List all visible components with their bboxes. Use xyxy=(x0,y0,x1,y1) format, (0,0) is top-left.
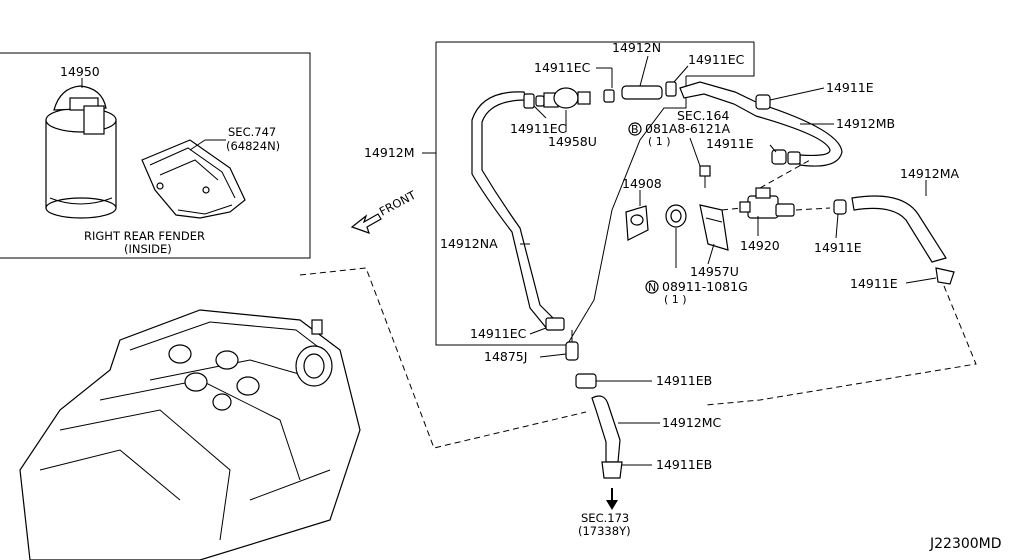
hose-14912NA xyxy=(471,91,562,331)
label-14912MC: 14912MC xyxy=(662,415,722,430)
label-sec173: SEC.173 xyxy=(581,511,629,525)
label-14911EB-b: 14911EB xyxy=(656,457,712,472)
label-14958U: 14958U xyxy=(548,134,597,149)
label-nut-qty: ( 1 ) xyxy=(664,293,687,306)
clip-14911EC-right xyxy=(665,81,677,97)
clip-14911E-mid xyxy=(771,149,801,165)
label-14911E-b: 14911E xyxy=(706,136,754,151)
hose-14912MA xyxy=(851,195,947,263)
label-nut-part: 08911-1081G xyxy=(662,279,748,294)
clip-14911EB-upper xyxy=(575,373,597,389)
clip-14911EC-bottom xyxy=(545,317,565,331)
label-14920: 14920 xyxy=(740,238,780,253)
hose-14912MC xyxy=(591,395,621,463)
label-sec747-sub: (64824N) xyxy=(226,139,280,153)
label-14911EC-c: 14911EC xyxy=(510,121,567,136)
label-14912M: 14912M xyxy=(364,145,415,160)
clip-14911EB-lower xyxy=(601,461,623,479)
clip-14911E-bottom xyxy=(935,267,955,285)
label-sec164: SEC.164 xyxy=(677,108,729,123)
label-14912N: 14912N xyxy=(612,40,661,55)
bolt xyxy=(699,165,711,188)
inset-caption-1: RIGHT REAR FENDER xyxy=(84,229,205,243)
front-arrow-icon xyxy=(350,213,382,234)
label-14911EB-a: 14911EB xyxy=(656,373,712,388)
connector-14875J xyxy=(565,330,579,361)
label-14911E-d: 14911E xyxy=(850,276,898,291)
diagram-code: J22300MD xyxy=(929,536,1002,552)
clip-14911EC-top xyxy=(523,93,545,109)
label-14911EC-a: 14911EC xyxy=(534,60,591,75)
valve-14920 xyxy=(739,187,795,219)
label-14912MB: 14912MB xyxy=(836,116,895,131)
valve-14958U xyxy=(543,87,591,109)
clip-14911EC-upper xyxy=(603,89,615,103)
label-14950: 14950 xyxy=(60,64,100,79)
nut-marker-text: N xyxy=(648,281,656,294)
label-bolt-qty: ( 1 ) xyxy=(648,135,671,148)
label-14957U: 14957U xyxy=(690,264,739,279)
label-front: FRONT xyxy=(377,187,419,218)
label-14908: 14908 xyxy=(622,176,662,191)
label-14912MA: 14912MA xyxy=(900,166,960,181)
label-14875J: 14875J xyxy=(484,349,527,364)
label-14911EC-d: 14911EC xyxy=(470,326,527,341)
leader-lines xyxy=(520,55,937,466)
label-bolt-part: 081A8-6121A xyxy=(645,121,731,136)
grommet xyxy=(665,204,687,228)
label-sec173-sub: (17338Y) xyxy=(578,524,631,538)
bracket-14957U xyxy=(699,204,729,251)
engine-illustration xyxy=(19,309,361,560)
inset-panel xyxy=(0,52,311,259)
bolt-marker-icon xyxy=(628,122,642,136)
clip-14911E-right xyxy=(833,199,847,215)
clip-14911E-top xyxy=(755,94,771,110)
hose-14912N xyxy=(621,85,663,100)
damper-14908 xyxy=(625,205,649,241)
label-14912NA: 14912NA xyxy=(440,236,498,251)
label-14911E-c: 14911E xyxy=(814,240,862,255)
label-sec747: SEC.747 xyxy=(228,125,276,139)
bolt-marker-text: B xyxy=(631,123,639,136)
label-14911E-a: 14911E xyxy=(826,80,874,95)
label-14911EC-b: 14911EC xyxy=(688,52,745,67)
nut-marker-icon xyxy=(645,280,659,294)
group-box-14912M xyxy=(422,41,755,346)
arrow-down-icon xyxy=(606,488,618,510)
inset-caption-2: (INSIDE) xyxy=(124,242,172,256)
